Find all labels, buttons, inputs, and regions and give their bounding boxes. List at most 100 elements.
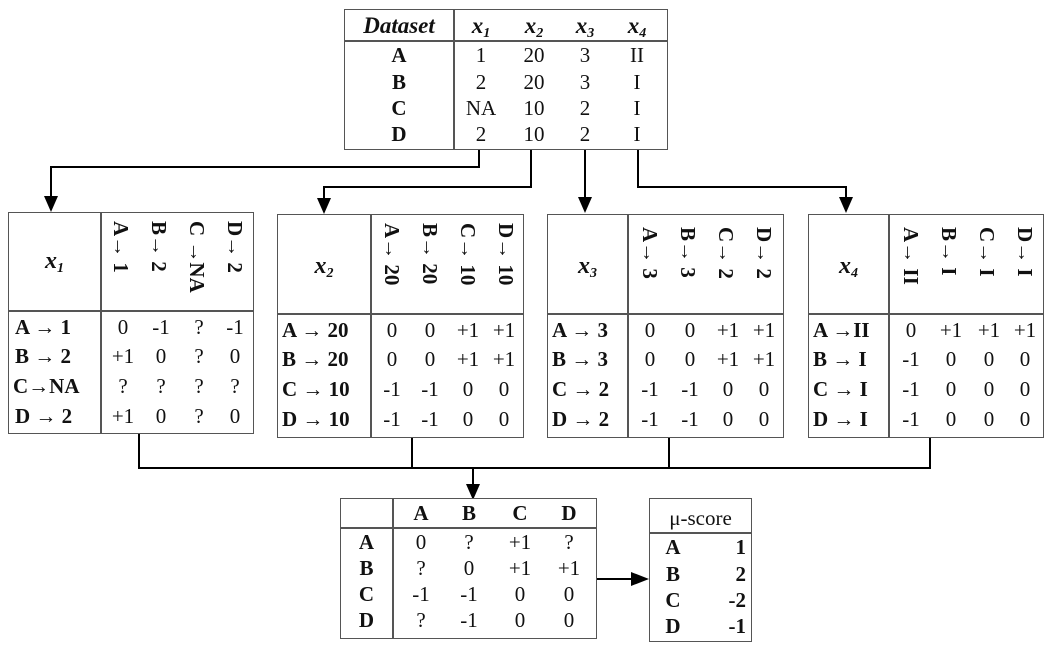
dataset-cell: 2 xyxy=(475,122,487,146)
cell: +1 xyxy=(111,404,135,428)
cell: ? xyxy=(416,556,426,580)
cell: +1 xyxy=(456,347,480,371)
cell: 0 xyxy=(722,407,734,431)
cell: ? xyxy=(416,608,426,632)
row-label: C → 2 xyxy=(552,377,610,401)
arrow-down-icon xyxy=(466,484,480,500)
cell: 0 xyxy=(229,404,241,428)
feature-table-header-divider xyxy=(548,313,783,315)
cell: -1 xyxy=(902,377,920,401)
cell: 0 xyxy=(386,318,398,342)
dataset-cell: I xyxy=(633,96,641,120)
mu-score-title: μ-score xyxy=(669,506,732,530)
row-label: D → I xyxy=(813,407,868,431)
feature-table-col-divider xyxy=(100,213,102,433)
mu-score-value: -2 xyxy=(728,588,747,612)
cell: 0 xyxy=(905,318,917,342)
dataset-cell: 2 xyxy=(579,96,591,120)
cell: 0 xyxy=(684,318,696,342)
dataset-cell: I xyxy=(633,70,641,94)
col-header: C xyxy=(512,501,528,525)
col-header: A→ 20 xyxy=(380,223,404,286)
cell: +1 xyxy=(1013,318,1037,342)
cell: +1 xyxy=(456,318,480,342)
cell: 0 xyxy=(462,377,474,401)
cell: 0 xyxy=(424,318,436,342)
cell: 0 xyxy=(1019,347,1031,371)
dataset-cell: II xyxy=(630,43,644,67)
combined-table: A B C D A B C D 0 ? +1 ? ? 0 +1 +1 -1 -1… xyxy=(340,498,597,639)
cell: ? xyxy=(194,315,204,339)
dataset-row-label: D xyxy=(391,122,407,146)
cell: 0 xyxy=(155,344,167,368)
dataset-cell: 1 xyxy=(475,43,487,67)
cell: -1 xyxy=(681,407,699,431)
row-label: B xyxy=(359,556,374,580)
row-label: A → 3 xyxy=(552,318,609,342)
cell: 0 xyxy=(229,344,241,368)
dataset-row-label: B xyxy=(391,70,406,94)
row-label: A xyxy=(665,535,681,559)
arrow-down-icon xyxy=(839,197,853,213)
cell: 0 xyxy=(424,347,436,371)
cell: -1 xyxy=(383,377,401,401)
cell: 0 xyxy=(983,347,995,371)
cell: 0 xyxy=(563,608,575,632)
feature-table-header-divider xyxy=(809,313,1043,315)
cell: ? xyxy=(464,530,474,554)
arrow-down-icon xyxy=(44,196,58,212)
dataset-table-col-divider xyxy=(453,10,455,149)
row-label: C → 10 xyxy=(282,377,350,401)
dataset-header-x1: x1 xyxy=(471,13,491,41)
row-label: A →II xyxy=(813,318,870,342)
dataset-table-header-divider xyxy=(345,40,667,42)
cell: 0 xyxy=(644,318,656,342)
col-header: B xyxy=(461,501,476,525)
row-label: B → 2 xyxy=(15,344,72,368)
cell: ? xyxy=(156,374,166,398)
col-header: C→ I xyxy=(975,227,999,277)
mu-score-header-divider xyxy=(650,532,751,534)
dataset-cell: NA xyxy=(465,96,497,120)
cell: +1 xyxy=(716,347,740,371)
combined-header-divider xyxy=(341,527,596,529)
arrow-right-icon xyxy=(631,572,649,586)
mu-score-value: -1 xyxy=(728,614,747,638)
row-label: B → 20 xyxy=(282,347,349,371)
row-label: C → I xyxy=(813,377,868,401)
cell: 0 xyxy=(117,315,129,339)
cell: 0 xyxy=(758,377,770,401)
cell: +1 xyxy=(492,318,516,342)
row-label: D → 2 xyxy=(552,407,610,431)
feature-title: x3 xyxy=(578,253,597,281)
cell: ? xyxy=(118,374,128,398)
cell: 0 xyxy=(498,407,510,431)
feature-table-x3: x3 A→ 3 B→ 3 C→ 2 D→ 2 A → 3 B → 3 C → 2… xyxy=(547,214,784,438)
cell: -1 xyxy=(902,347,920,371)
dataset-cell: 10 xyxy=(523,122,545,146)
mu-score-table: μ-score A B C D 1 2 -2 -1 xyxy=(649,498,752,642)
arrow-down-icon xyxy=(578,197,592,213)
dataset-header-x2: x2 xyxy=(524,13,544,41)
dataset-header-x3: x3 xyxy=(575,13,595,41)
feature-table-header-divider xyxy=(278,313,523,315)
feature-table-x2: x2 A→ 20 B→ 20 C→ 10 D→ 10 A → 20 B → 20… xyxy=(277,214,524,438)
cell: ? xyxy=(194,404,204,428)
col-header: B→ 2 xyxy=(147,221,171,272)
cell: 0 xyxy=(498,377,510,401)
dataset-cell: 10 xyxy=(523,96,545,120)
dataset-header-label: Dataset xyxy=(363,13,435,38)
col-header: A→ 1 xyxy=(109,221,133,273)
cell: 0 xyxy=(945,377,957,401)
cell: ? xyxy=(230,374,240,398)
col-header: D→ 10 xyxy=(494,223,518,286)
cell: 0 xyxy=(386,347,398,371)
mu-score-value: 1 xyxy=(735,535,747,559)
dataset-cell: 20 xyxy=(523,43,545,67)
col-header: C→ 2 xyxy=(714,227,738,279)
cell: 0 xyxy=(644,347,656,371)
cell: 0 xyxy=(722,377,734,401)
cell: 0 xyxy=(983,377,995,401)
cell: 0 xyxy=(758,407,770,431)
cell: +1 xyxy=(508,556,532,580)
